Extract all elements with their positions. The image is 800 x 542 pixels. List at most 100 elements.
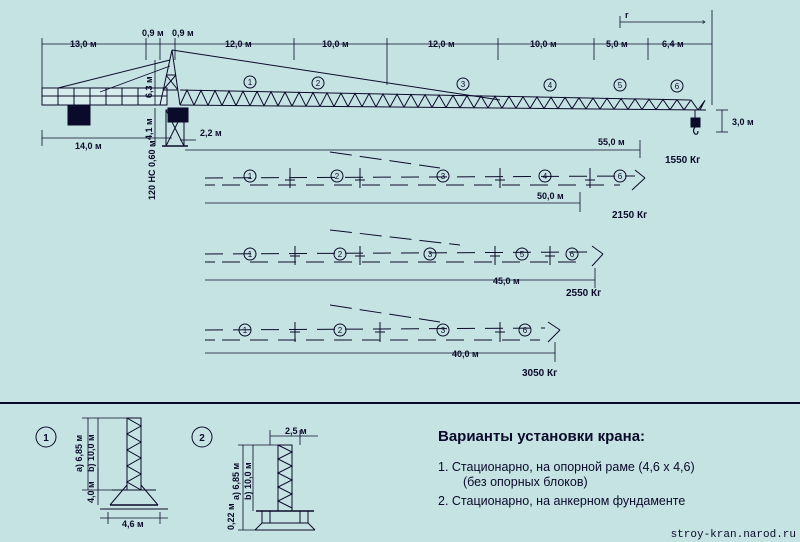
- section-marker: 2: [330, 169, 344, 183]
- svg-text:6: 6: [570, 250, 575, 259]
- section-marker: 2: [333, 323, 347, 337]
- dim-12b: 12,0 м: [428, 39, 455, 49]
- svg-text:5: 5: [618, 81, 623, 90]
- dim-13: 13,0 м: [70, 39, 97, 49]
- svg-text:2: 2: [316, 79, 321, 88]
- counter-jib-tie: [57, 59, 171, 89]
- config-1: [204, 151, 646, 212]
- main-view-labels: 13,0 м 0,9 м 0,9 м 12,0 м 10,0 м 12,0 м …: [70, 10, 754, 200]
- variant-1-labels: 1 a) 6,85 м b) 10,0 м 4,0 м 4,6 м: [43, 433, 144, 529]
- svg-text:3: 3: [441, 172, 446, 181]
- section-marker: 6: [670, 79, 684, 93]
- variant-2-top-w: 2,5 м: [285, 426, 307, 436]
- legend-item-1-line-2: (без опорных блоков): [463, 475, 588, 489]
- site-credit: stroy-kran.narod.ru: [671, 529, 796, 541]
- config-2-labels: 1 2 3 5 6 45,0 м 2550 Кг: [243, 247, 601, 299]
- variant-1-base-w: 4,6 м: [122, 519, 144, 529]
- variant-1-base-h: 4,0 м: [86, 481, 96, 503]
- variant-2-dim-a: a) 6,85 м: [231, 462, 241, 500]
- reach-55-label: 55,0 м: [598, 137, 625, 147]
- variant-1-drawing: [35, 417, 168, 524]
- variant-2-depth: 0,22 м: [226, 503, 236, 530]
- section-marker: 3: [423, 247, 437, 261]
- dim-12a: 12,0 м: [225, 39, 252, 49]
- section-marker: 1: [238, 323, 252, 337]
- svg-text:1: 1: [248, 250, 253, 259]
- tower-mast: [162, 107, 189, 147]
- dim-64: 6,4 м: [662, 39, 684, 49]
- config-2: [204, 229, 604, 288]
- section-marker: 2: [333, 247, 347, 261]
- load-2550: 2550 Кг: [566, 288, 601, 299]
- dim-09a: 0,9 м: [142, 28, 164, 38]
- section-marker: 5: [515, 247, 529, 261]
- svg-text:3: 3: [428, 250, 433, 259]
- mast-side-label: 120 НС 0,60 м: [147, 140, 157, 200]
- variant-1-dim-b: b) 10,0 м: [86, 434, 96, 472]
- section-marker: 4: [543, 78, 557, 92]
- svg-text:1: 1: [248, 172, 253, 181]
- config-3-labels: 1 2 3 6 40,0 м 3050 Кг: [238, 323, 557, 379]
- legend: Варианты установки крана: 1. Стационарно…: [438, 428, 695, 508]
- section-marker: 3: [436, 323, 450, 337]
- load-2150: 2150 Кг: [612, 210, 647, 221]
- dim-10b: 10,0 м: [530, 39, 557, 49]
- svg-text:6: 6: [523, 326, 528, 335]
- dim-10a: 10,0 м: [322, 39, 349, 49]
- dim-5: 5,0 м: [606, 39, 628, 49]
- load-1550: 1550 Кг: [665, 155, 700, 166]
- mast-h-lower: 4,1 м: [144, 118, 154, 140]
- config-1-labels: 1 2 3 4 6 50,0 м 2150 Кг: [243, 169, 647, 221]
- variant-2-dim-b: b) 10,0 м: [243, 462, 253, 500]
- variant-1-badge: [35, 426, 57, 448]
- svg-text:6: 6: [618, 172, 623, 181]
- section-marker: 3: [436, 169, 450, 183]
- top-dimension-ticks: [41, 10, 713, 105]
- section-marker: 1: [243, 75, 257, 89]
- section-marker: 6: [613, 169, 627, 183]
- offset-label: 2,2 м: [200, 128, 222, 138]
- counter-jib: [41, 87, 168, 126]
- section-marker: 1: [243, 169, 257, 183]
- reach-45-label: 45,0 м: [493, 276, 520, 286]
- section-marker: 5: [613, 78, 627, 92]
- legend-item-1-line-1: 1. Стационарно, на опорной раме (4,6 х 4…: [438, 460, 695, 474]
- jib-tie: [171, 49, 501, 101]
- svg-text:2: 2: [338, 250, 343, 259]
- svg-text:6: 6: [675, 82, 680, 91]
- reach-40-label: 40,0 м: [452, 349, 479, 359]
- hook-height-label: 3,0 м: [732, 117, 754, 127]
- variant-2-number: 2: [199, 433, 205, 444]
- main-crane-view: [41, 10, 728, 158]
- radius-label: r: [625, 10, 629, 20]
- svg-text:2: 2: [338, 326, 343, 335]
- section-marker: 1: [243, 247, 257, 261]
- section-marker: 2: [311, 76, 325, 90]
- svg-text:1: 1: [248, 78, 253, 87]
- svg-text:3: 3: [461, 80, 466, 89]
- section-marker: 6: [565, 247, 579, 261]
- config-3: [204, 304, 561, 362]
- svg-text:5: 5: [520, 250, 525, 259]
- dim-09b: 0,9 м: [172, 28, 194, 38]
- legend-item-2: 2. Стационарно, на анкерном фундаменте: [438, 494, 685, 508]
- legend-title: Варианты установки крана:: [438, 428, 645, 445]
- load-3050: 3050 Кг: [522, 368, 557, 379]
- section-marker: 3: [456, 77, 470, 91]
- variant-1-number: 1: [43, 433, 49, 444]
- tower-head: [159, 49, 181, 106]
- svg-text:2: 2: [335, 172, 340, 181]
- mast-h-upper: 6,3 м: [144, 76, 154, 98]
- svg-text:1: 1: [243, 326, 248, 335]
- variant-2-badge: [191, 426, 213, 448]
- variant-2-labels: 2 2,5 м a) 6,85 м b) 10,0 м 0,22 м: [199, 426, 307, 530]
- section-marker: 4: [538, 169, 552, 183]
- main-jib: [179, 88, 707, 111]
- svg-text:4: 4: [543, 172, 548, 181]
- hook-block: [690, 110, 701, 135]
- variant-1-dim-a: a) 6,85 м: [74, 434, 84, 472]
- svg-text:3: 3: [441, 326, 446, 335]
- variant-2-drawing: [191, 426, 318, 531]
- svg-text:4: 4: [548, 81, 553, 90]
